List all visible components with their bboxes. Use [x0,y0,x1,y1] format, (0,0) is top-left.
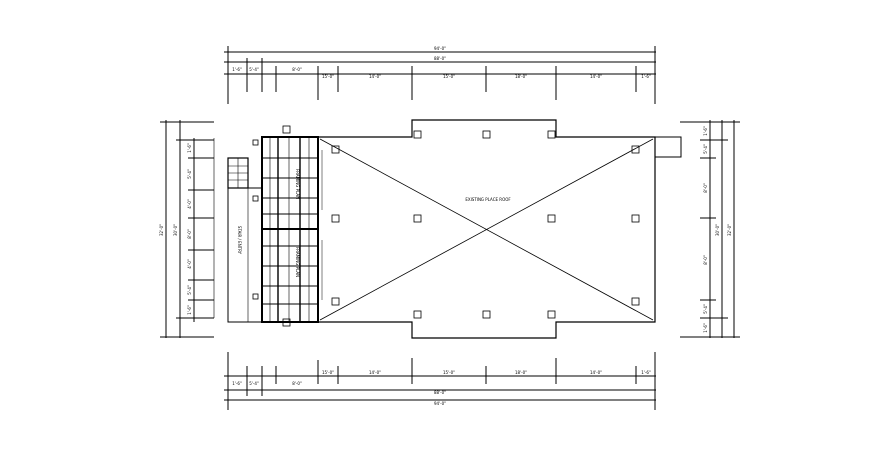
bottom-dim-row-text: 14'-0" [369,370,381,375]
roof-columns [331,130,640,319]
top-dim-row-text: 1'-6" [641,74,651,79]
column-marker [547,214,556,223]
framing-column-marker [282,318,291,327]
left-dim-row-text: 4'-0" [187,259,192,269]
column-marker [631,297,640,306]
right-dimensions: 1'-6" 5'-4" 8'-0" 8'-0" 5'-4" 1'-6" 30'-… [680,120,740,338]
column-marker [631,214,640,223]
column-marker [631,145,640,154]
right-dim-row-text: 1'-6" [703,323,708,333]
stair-label: STAIR / ENTRY [237,226,242,255]
right-dim-row-text: 8'-0" [703,183,708,193]
top-dim-row-text: 15'-0" [322,74,334,79]
left-dim-row-text: 1'-6" [187,143,192,153]
right-dim-overall-text: 32'-0" [727,224,732,236]
left-dim-row-text: 4'-0" [187,199,192,209]
right-dim-row-text: 8'-0" [703,255,708,265]
column-marker [331,214,340,223]
column-marker [482,130,491,139]
column-marker [547,130,556,139]
bottom-dim-overall-text: 94'-0" [434,401,446,406]
main-roof: EXISTING PLACE ROOF [317,119,682,339]
column-marker [413,130,422,139]
top-dim-overall-text: 94'-0" [434,46,446,51]
column-marker [331,145,340,154]
left-dim-row-text: 5'-4" [187,169,192,179]
roof-diagonal [319,138,654,321]
bottom-dim-row-text: 14'-0" [590,370,602,375]
top-dim-row-text: 15'-0" [443,74,455,79]
right-dim-mid-text: 30'-0" [715,224,720,236]
framing-block: FRAMING PLAN FRAMING PLAN [252,125,323,327]
top-dimensions: 94'-0" 88'-0" 1'-6" 5'-4" 8'-0" 15'-0" 1… [224,46,656,104]
bottom-dimensions: 1'-6" 5'-4" 8'-0" 15'-0" 14'-0" 15'-0" 1… [224,352,656,410]
roof-outline [317,119,656,339]
column-marker [413,214,422,223]
top-dim-row-text: 1'-6" [232,67,242,72]
top-dim-row-text: 18'-0" [515,74,527,79]
bottom-dim-row-text: 15'-0" [443,370,455,375]
column-marker [482,310,491,319]
roof-center-label: EXISTING PLACE ROOF [465,197,511,202]
stair-block: STAIR / ENTRY [213,138,263,323]
left-dim-overall-text: 32'-0" [159,224,164,236]
bottom-dim-row-text: 1'-6" [641,370,651,375]
right-dim-row-text: 5'-4" [703,144,708,154]
roof-projection [654,136,682,158]
entry-box [227,187,263,323]
top-dim-row-text: 5'-4" [249,67,259,72]
column-marker [331,297,340,306]
left-dim-row-text: 8'-0" [187,229,192,239]
right-dim-row-text: 1'-6" [703,126,708,136]
bottom-dim-row-text: 18'-0" [515,370,527,375]
framing-column-marker [252,139,259,146]
framing-label: FRAMING PLAN [295,247,300,277]
top-dim-mid-text: 88'-0" [434,56,446,61]
framing-column-marker [282,125,291,134]
top-dim-row-text: 14'-0" [369,74,381,79]
column-marker [413,310,422,319]
left-dim-mid-text: 30'-0" [173,224,178,236]
left-dimensions: 32'-0" 30'-0" 1'-6" 5'-4" 4'-0" 8'-0" 4'… [159,120,214,338]
left-dim-row-text: 5'-4" [187,285,192,295]
framing-label: FRAMING PLAN [295,169,300,199]
right-dim-row-text: 5'-4" [703,304,708,314]
bottom-dim-row-text: 8'-0" [292,381,302,386]
left-dim-row-text: 1'-6" [187,305,192,315]
framing-column-marker [252,195,259,202]
framing-column-marker [252,293,259,300]
bottom-dim-row-text: 5'-4" [249,381,259,386]
top-dim-row-text: 8'-0" [292,67,302,72]
bottom-dim-row-text: 1'-6" [232,381,242,386]
bottom-dim-mid-text: 88'-0" [434,390,446,395]
column-marker [547,310,556,319]
bottom-dim-row-text: 15'-0" [322,370,334,375]
top-dim-row-text: 14'-0" [590,74,602,79]
